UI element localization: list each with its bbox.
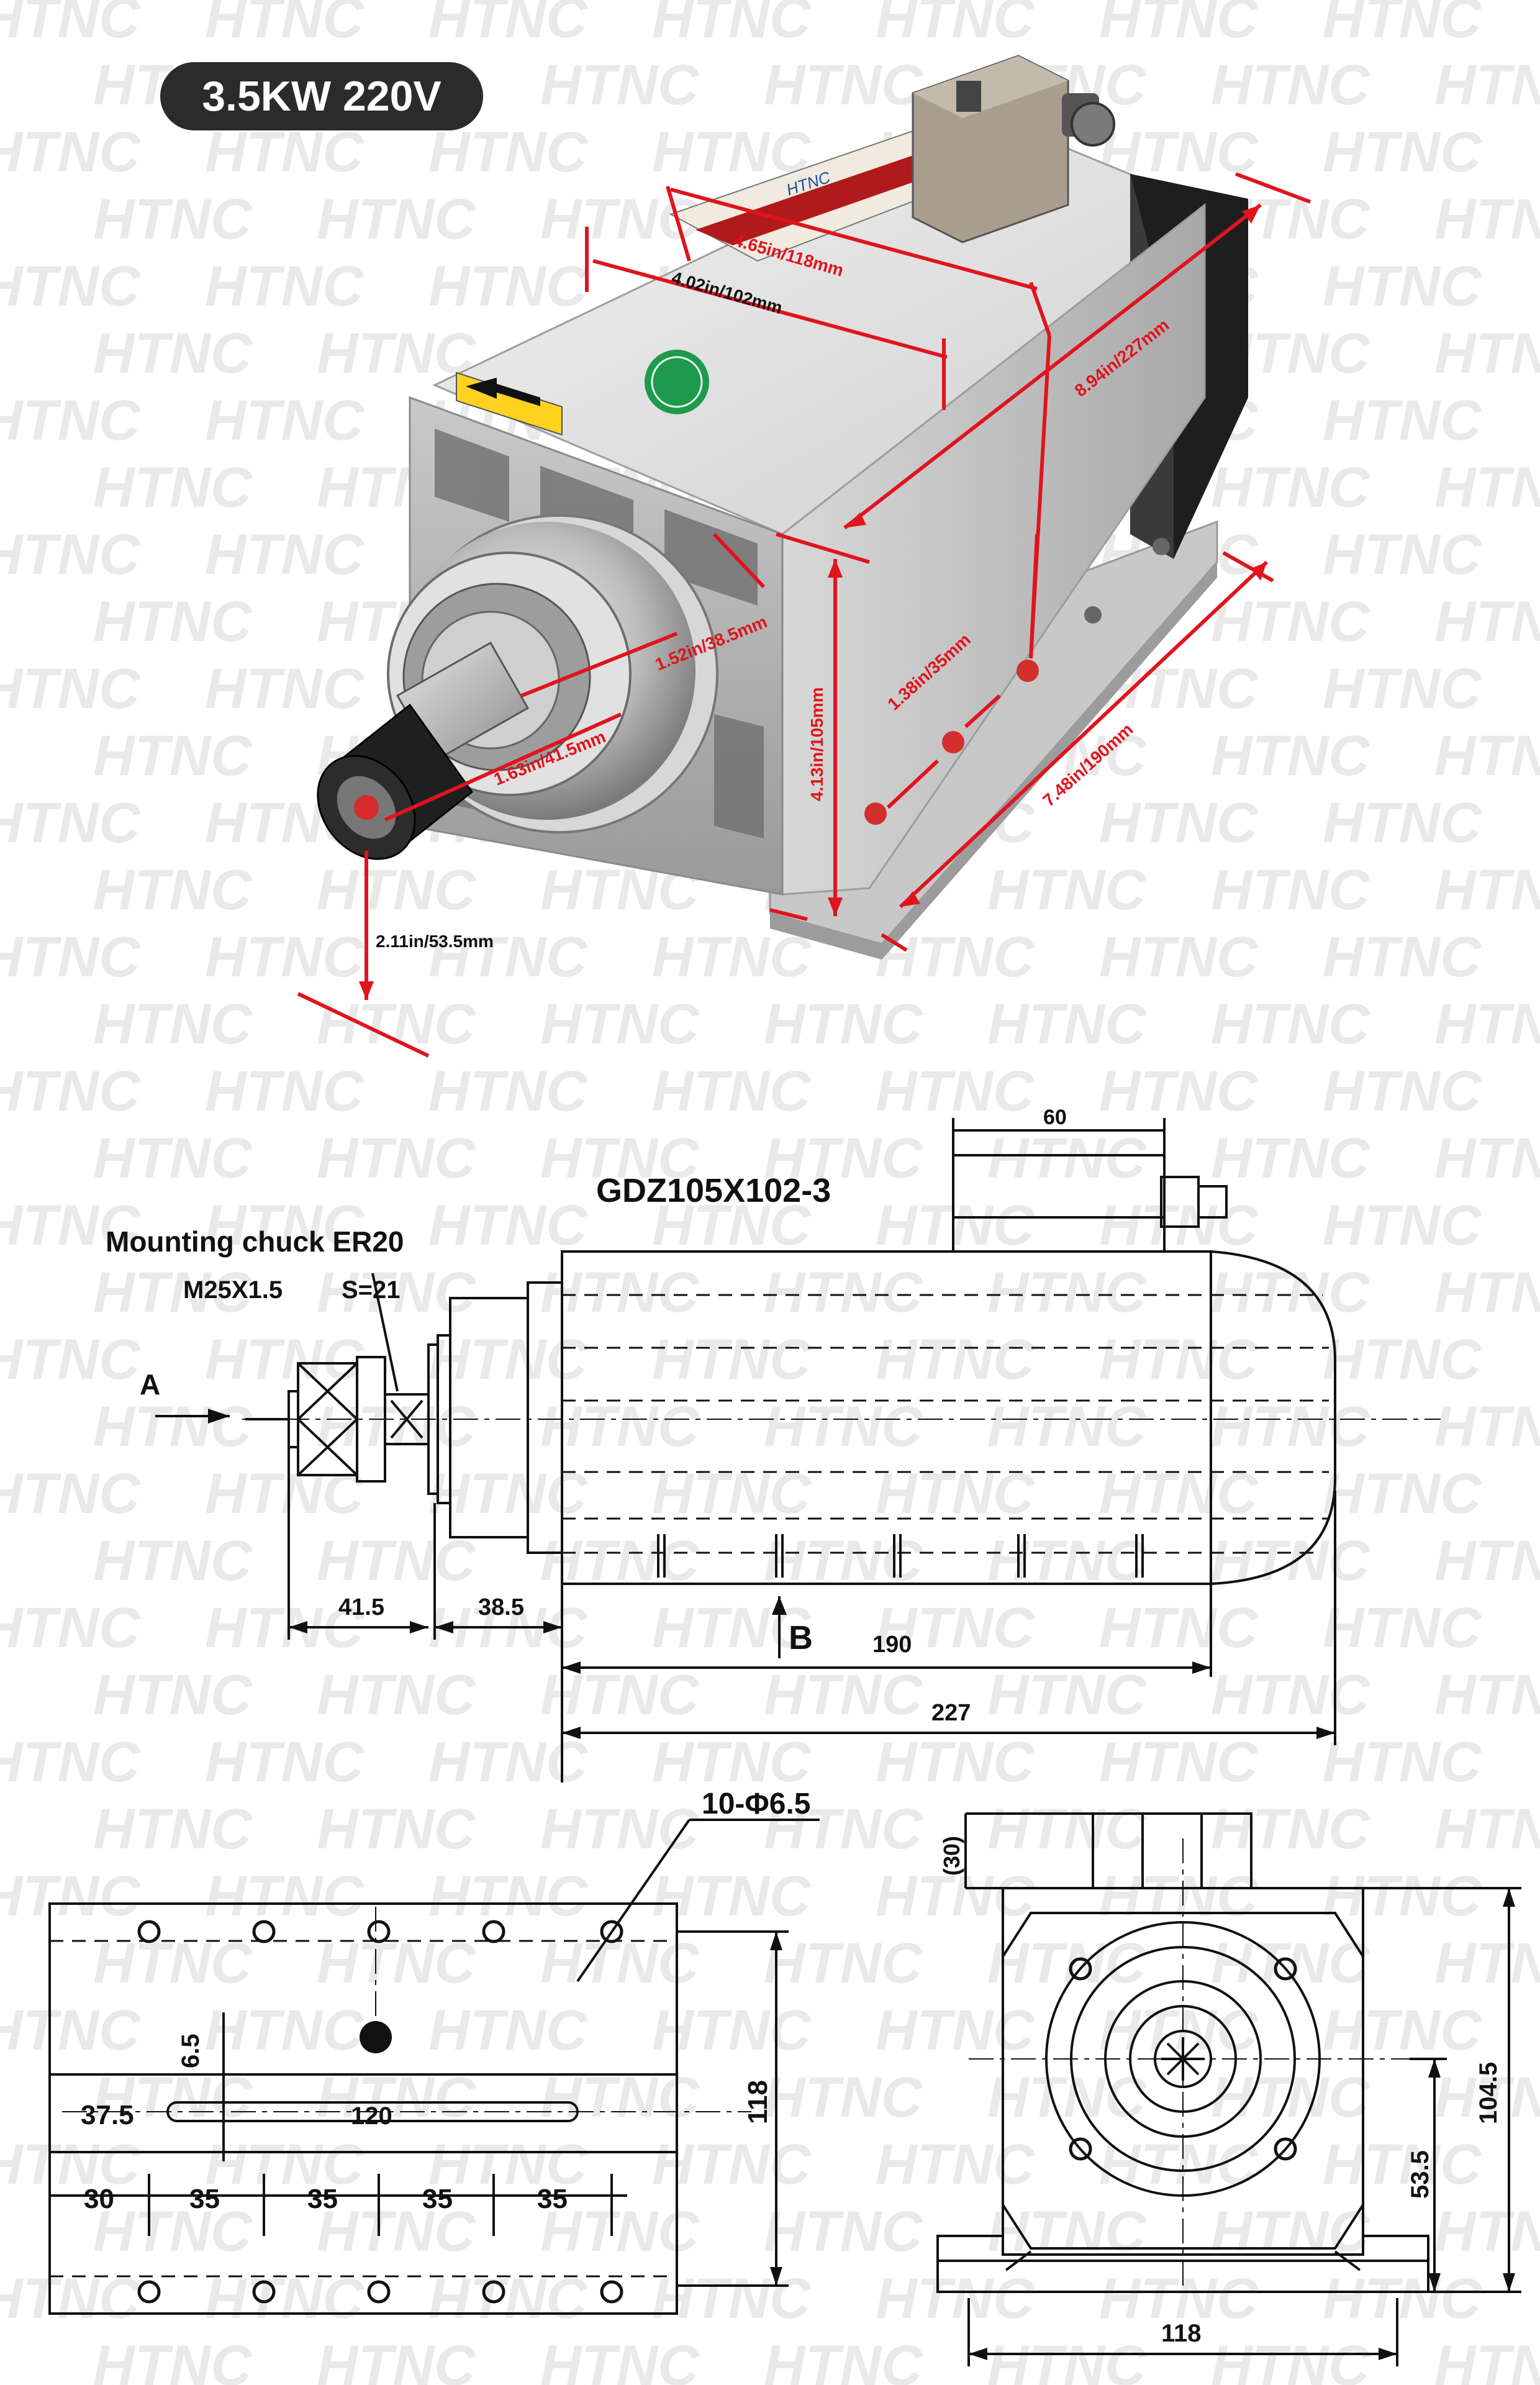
slot-length: 120 (351, 2102, 392, 2130)
pitch-0: 30 (84, 2184, 114, 2214)
dim-227: 227 (931, 1700, 971, 1726)
dim-535: 2.11in/53.5mm (376, 932, 494, 951)
chuck-label: Mounting chuck ER20 (106, 1225, 404, 1258)
end-box: (30) (939, 1836, 964, 1876)
side-body (561, 1250, 1212, 1585)
technical-drawing: GDZ105X102-3 Mounting chuck ER20 M25X1.5… (48, 1106, 1521, 2366)
dimension-arrowheads (359, 205, 1267, 1000)
dim-60: 60 (1043, 1106, 1067, 1129)
dimension-lines (297, 172, 1311, 1058)
base-height: 118 (743, 2080, 773, 2124)
end-width: 118 (1161, 2320, 1202, 2347)
pitch-4: 35 (537, 2184, 568, 2214)
end-height: 104.5 (1475, 2062, 1502, 2124)
base-plate-view (48, 1902, 678, 2315)
spindle-photo: HTNC (297, 55, 1311, 1058)
arrow-a-label: A (140, 1368, 160, 1401)
pitch-2: 35 (307, 2184, 338, 2214)
collet-nut (317, 703, 474, 860)
pitch-1: 35 (189, 2184, 220, 2214)
dim-105: 4.13in/105mm (807, 687, 827, 801)
model-number: GDZ105X102-3 (596, 1172, 831, 1209)
arrow-b-label: B (789, 1619, 813, 1656)
end-view-bolts (1069, 1957, 1297, 2161)
end-center: 53.5 (1406, 2150, 1434, 2199)
dim-41-5: 41.5 (338, 1594, 384, 1620)
connector-box (912, 55, 1115, 243)
dim-190: 190 (872, 1632, 912, 1658)
pitch-3: 35 (422, 2184, 453, 2214)
thread-label: M25X1.5 (183, 1276, 283, 1304)
base-holes-top (137, 1920, 623, 1943)
dim-38-5: 38.5 (478, 1594, 524, 1620)
side-connector (952, 1154, 1166, 1253)
base-holes-bottom (137, 2280, 623, 2304)
base-slot (166, 2101, 579, 2122)
slot-offset: 37.5 (81, 2100, 134, 2130)
green-sticker (645, 350, 709, 414)
wrench-label: S=21 (342, 1276, 401, 1304)
slot-width: 6.5 (177, 2033, 204, 2068)
power-badge: 3.5KW 220V (160, 62, 483, 130)
holes-label: 10-Φ6.5 (702, 1788, 811, 1820)
